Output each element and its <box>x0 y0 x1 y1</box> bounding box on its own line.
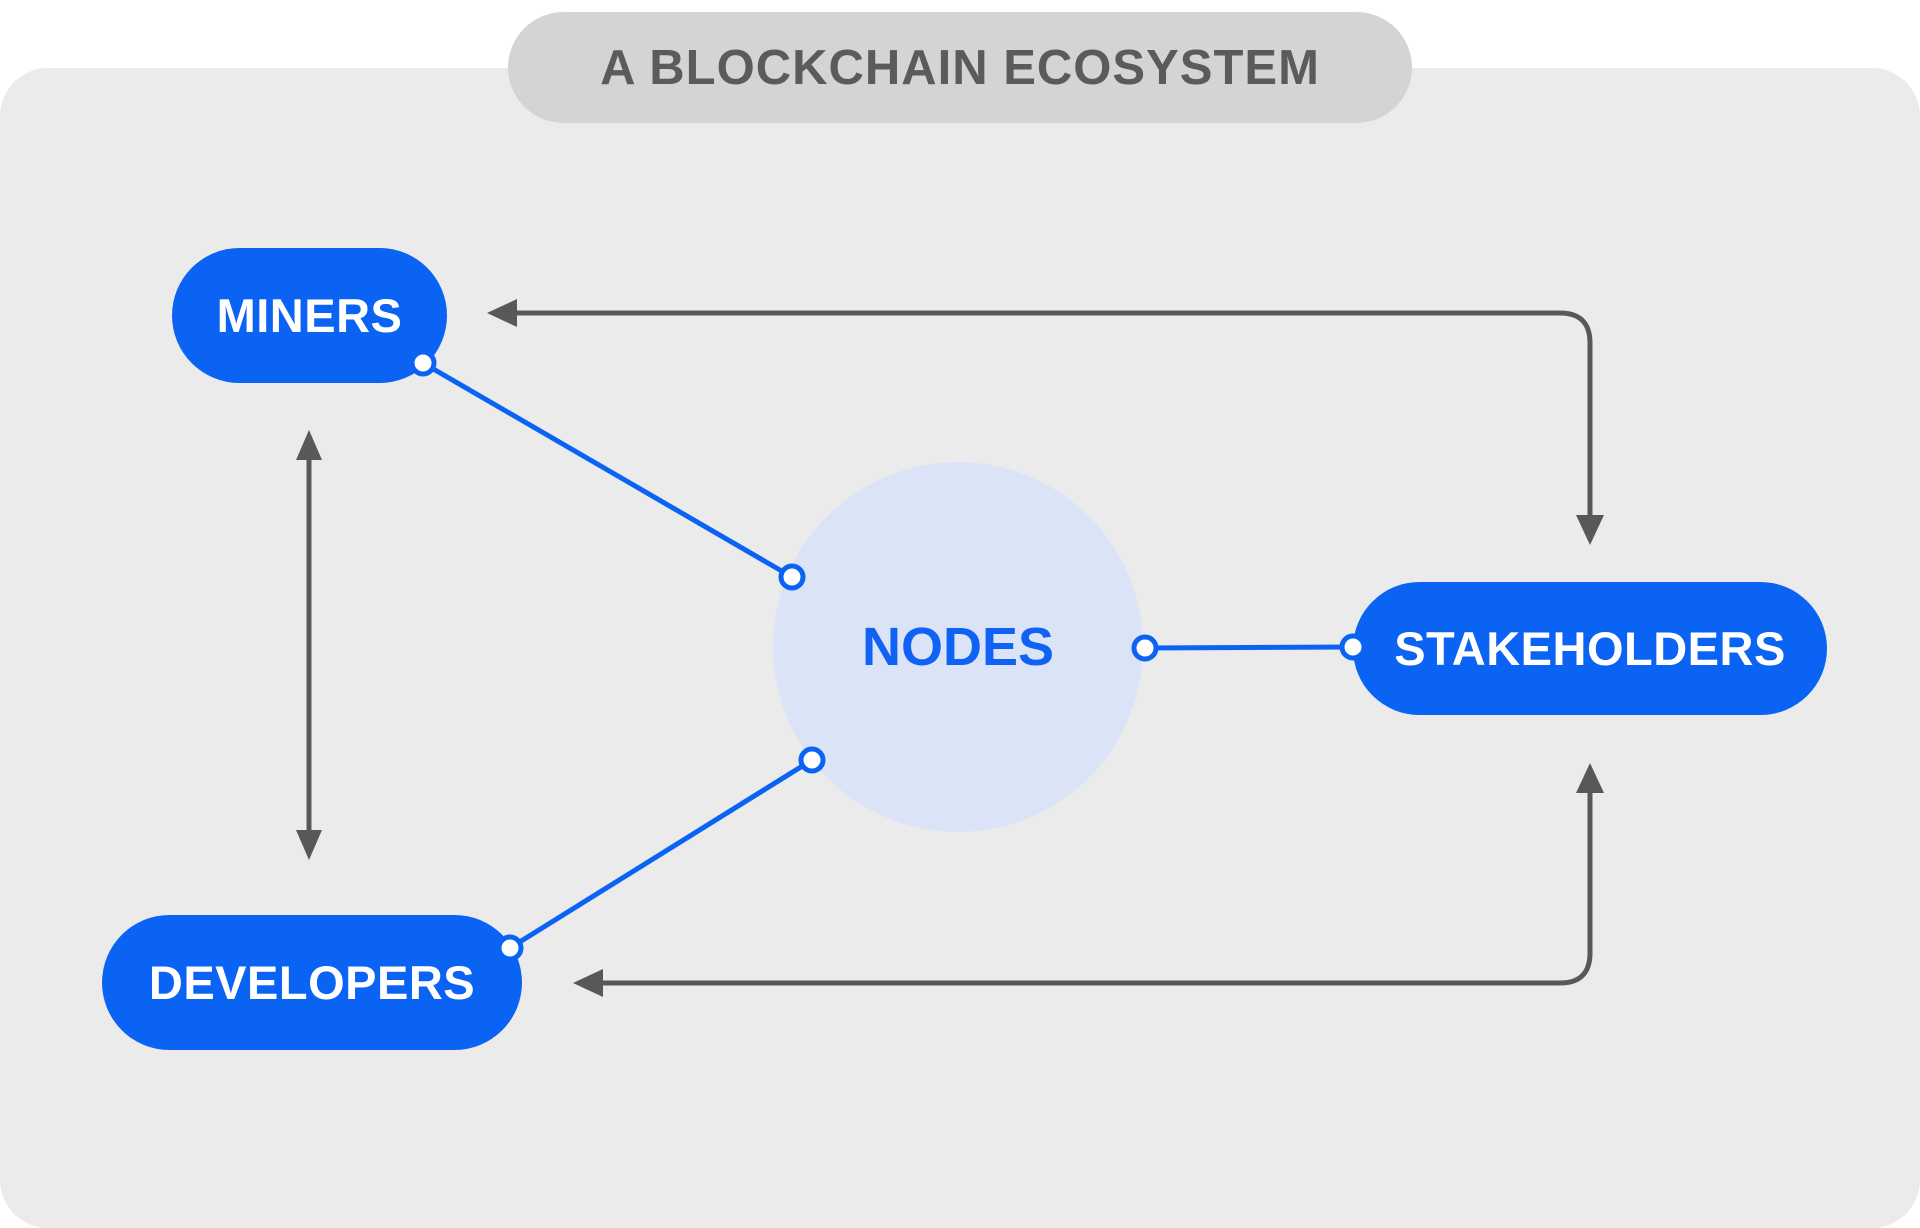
diagram-title: A BLOCKCHAIN ECOSYSTEM <box>600 40 1320 95</box>
nodes-hub-label: NODES <box>861 617 1055 677</box>
node-miners: MINERS <box>172 248 447 383</box>
node-stakeholders-label: STAKEHOLDERS <box>1394 622 1786 675</box>
diagram-title-pill: A BLOCKCHAIN ECOSYSTEM <box>508 12 1412 123</box>
nodes-hub-circle <box>773 462 1143 832</box>
node-developers-label: DEVELOPERS <box>148 956 476 1009</box>
node-miners-label: MINERS <box>216 289 403 342</box>
node-stakeholders: STAKEHOLDERS <box>1353 582 1827 715</box>
node-developers: DEVELOPERS <box>102 915 522 1050</box>
